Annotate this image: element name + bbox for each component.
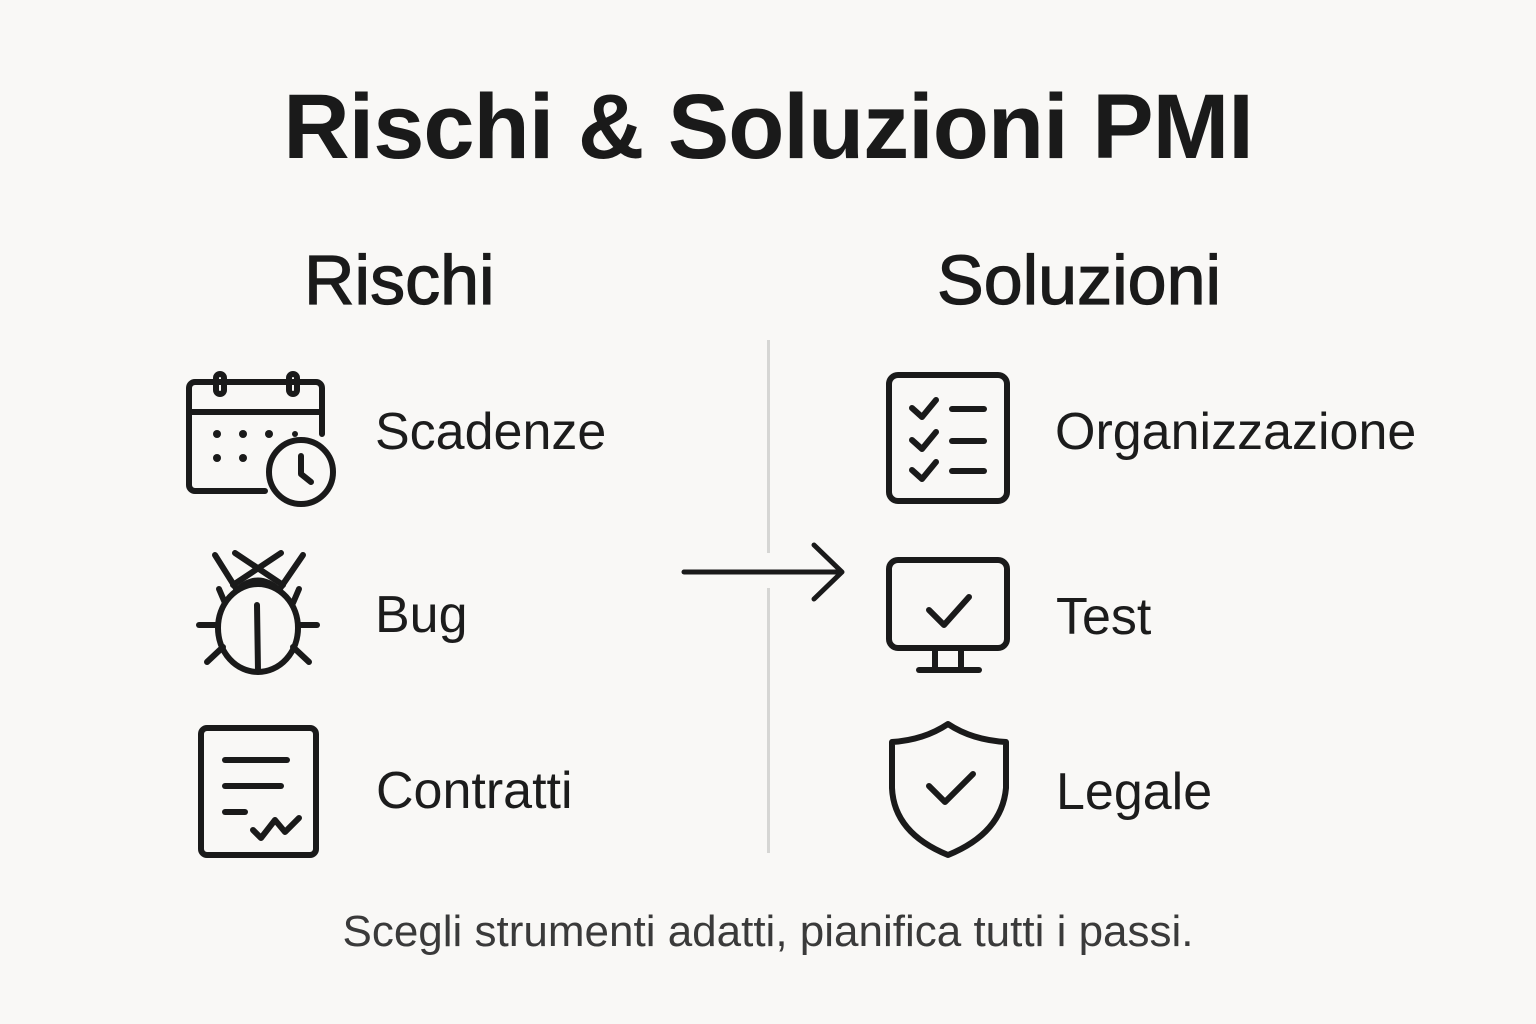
solutions-heading: Soluzioni [936, 240, 1222, 319]
solution-item-organizzazione: Organizzazione [884, 370, 1484, 506]
bug-icon [196, 550, 320, 675]
risk-item-bug: Bug [195, 545, 615, 680]
page-title: Rischi & Soluzioni PMI [283, 76, 1254, 178]
solution-label: Test [1056, 588, 1152, 646]
risk-item-scadenze: Scadenze [185, 368, 665, 513]
risks-heading: Rischi [303, 240, 495, 319]
monitor-check-icon [886, 557, 1010, 673]
contract-signature-icon [198, 725, 319, 858]
calendar-clock-icon [186, 371, 336, 507]
risk-item-contratti: Contratti [195, 722, 615, 862]
solution-item-legale: Legale [884, 718, 1304, 863]
shield-check-icon [889, 721, 1009, 858]
arrow-right-icon [681, 542, 845, 602]
solution-label: Organizzazione [1055, 403, 1417, 461]
risk-label: Contratti [376, 762, 573, 820]
solution-label: Legale [1056, 763, 1213, 821]
risk-label: Bug [375, 586, 468, 644]
checklist-icon [886, 372, 1010, 504]
footer-note: Scegli strumenti adatti, pianifica tutti… [342, 907, 1194, 956]
risk-label: Scadenze [375, 403, 607, 461]
column-divider-top [767, 340, 770, 553]
solution-item-test: Test [884, 555, 1304, 680]
column-divider-bottom [767, 588, 770, 853]
